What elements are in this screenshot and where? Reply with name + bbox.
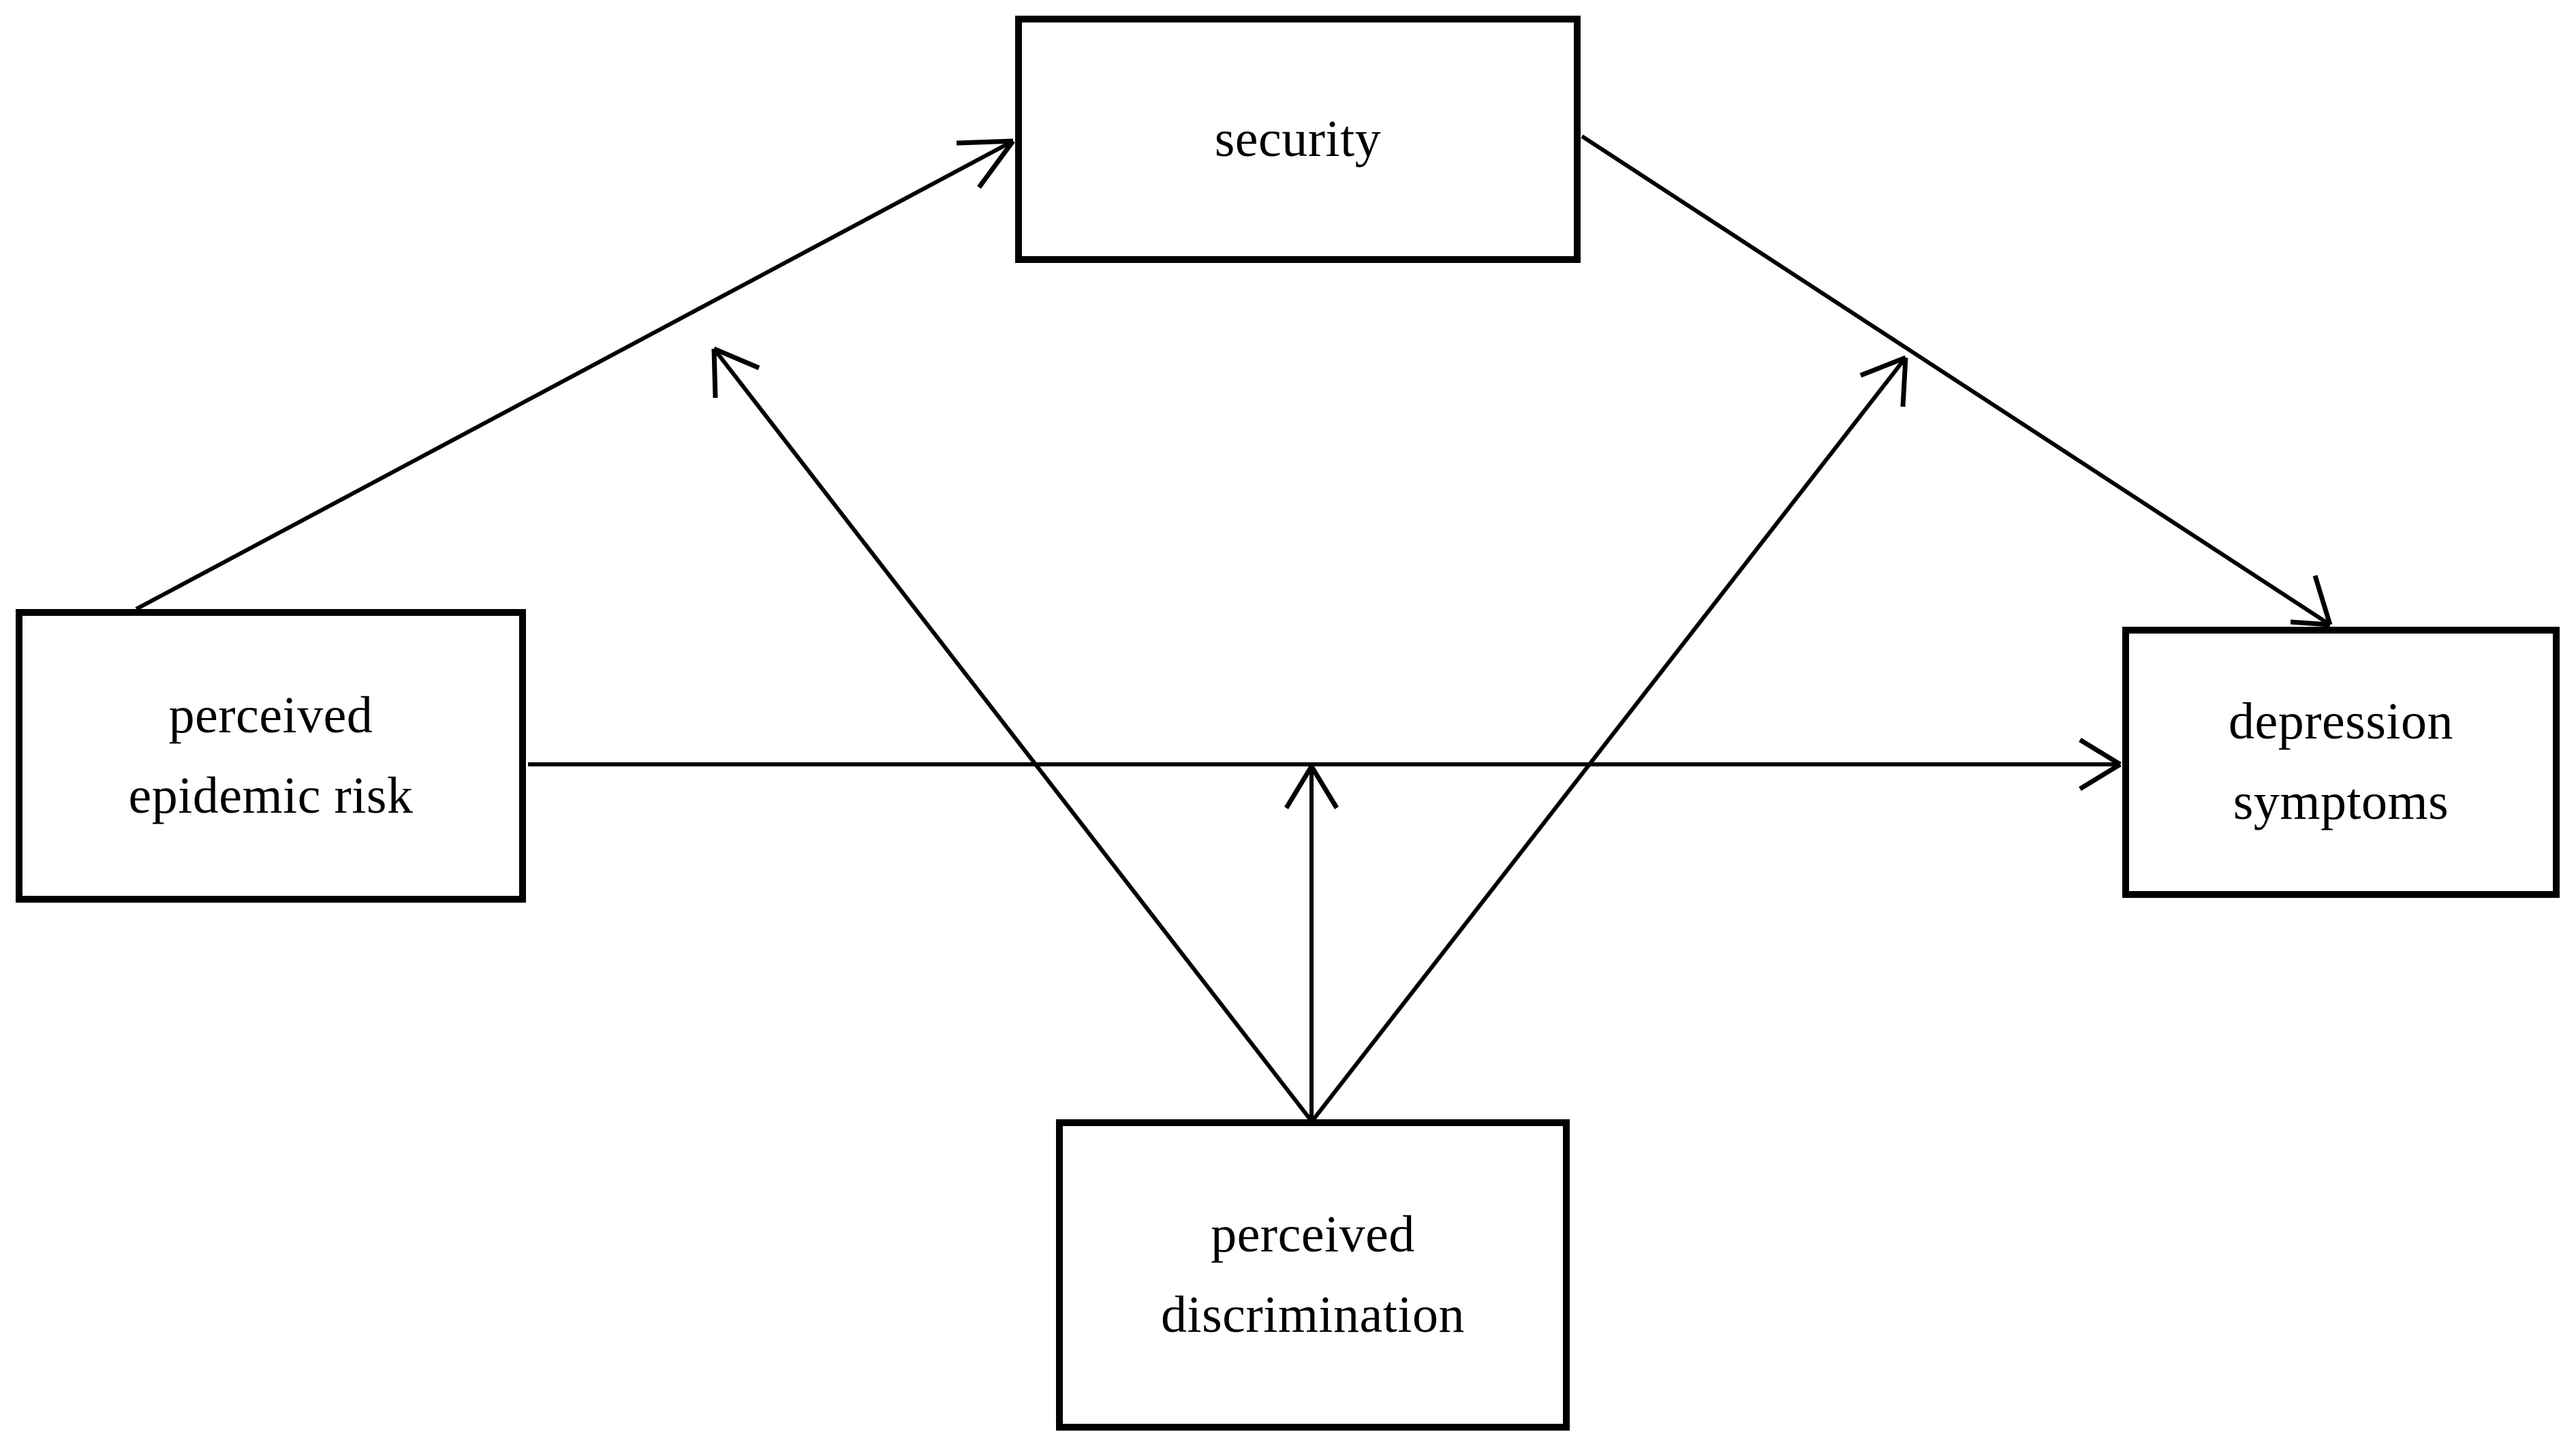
perceived-epidemic-risk-node-label-line-1: perceived	[168, 686, 373, 744]
perceived-discrimination-node[interactable]: perceived discrimination	[1056, 1119, 1570, 1431]
perceived-discrimination-node-label-line-1: perceived	[1211, 1205, 1415, 1263]
perceived-epidemic-risk-node[interactable]: perceived epidemic risk	[16, 609, 526, 903]
depression-symptoms-node[interactable]: depression symptoms	[2122, 627, 2560, 898]
edge-risk-to-depression	[528, 738, 2122, 791]
perceived-epidemic-risk-node-label-line-2: epidemic risk	[128, 766, 414, 824]
security-node[interactable]: security	[1015, 16, 1581, 263]
security-node-label-line-1: security	[1214, 110, 1382, 168]
edge-discrimination-to-depression	[1312, 355, 1908, 1121]
edge-discrimination-vertical	[1284, 765, 1339, 1119]
depression-symptoms-node-label-line-1: depression	[2228, 693, 2454, 751]
edge-risk-to-security	[135, 138, 1015, 611]
edge-security-to-depression	[1581, 134, 2333, 627]
perceived-discrimination-node-label-line-2: discrimination	[1160, 1286, 1465, 1343]
depression-symptoms-node-label-line-2: symptoms	[2233, 773, 2449, 830]
edge-discrimination-to-security	[711, 346, 1312, 1121]
